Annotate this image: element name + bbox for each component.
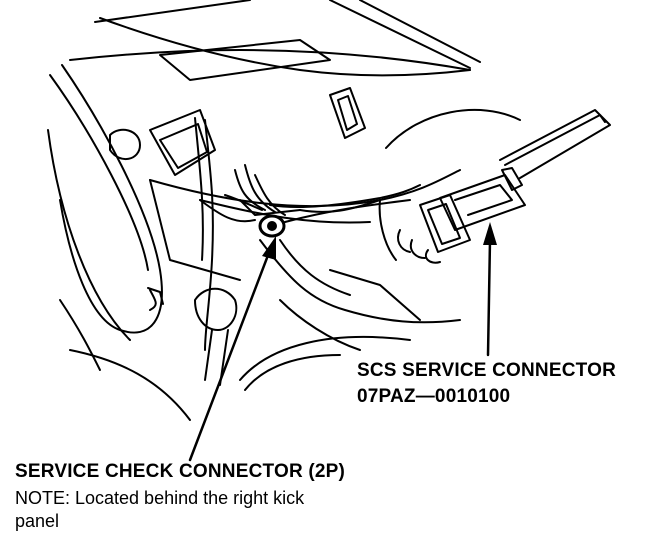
shifter-and-seat	[59, 287, 411, 421]
steering-wheel	[47, 64, 163, 341]
location-note-continued: panel	[15, 511, 60, 531]
scs-callout-line	[284, 199, 411, 223]
location-note: NOTE: Located behind the right kick	[15, 488, 305, 508]
kick-panel	[147, 239, 461, 351]
check-arrowhead	[262, 236, 276, 260]
detail-circle	[378, 109, 521, 261]
scs-arrow-shaft	[486, 238, 492, 357]
service-check-connector-title: SERVICE CHECK CONNECTOR (2P)	[15, 461, 346, 482]
scs-connector-title: SCS SERVICE CONNECTOR	[357, 360, 616, 381]
dash-lower	[149, 169, 461, 281]
service-check-connector-shape	[258, 214, 286, 238]
connector-dot	[267, 221, 277, 231]
center-console-vents	[109, 87, 366, 176]
check-arrow-shaft	[188, 248, 272, 462]
wire-harness	[194, 117, 421, 351]
scs-part-number: 07PAZ—0010100	[357, 386, 511, 407]
scs-connector-detail	[397, 109, 611, 264]
dashboard-top	[69, 0, 481, 81]
scs-arrowhead	[483, 222, 497, 245]
arrows	[188, 238, 492, 462]
